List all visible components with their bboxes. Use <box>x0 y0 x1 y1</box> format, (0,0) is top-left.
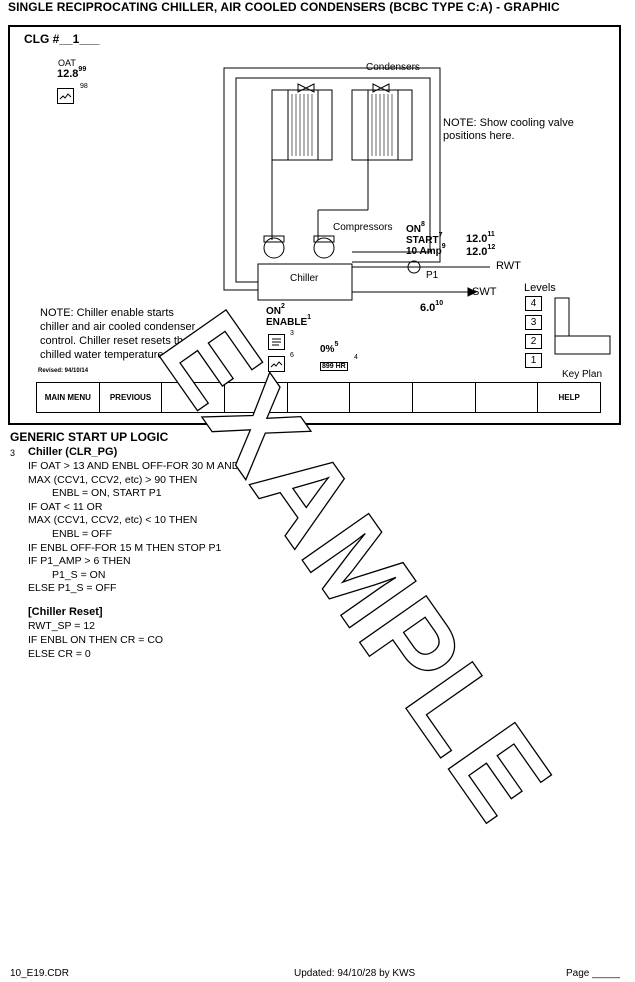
enable-report-ref: 3 <box>290 330 294 337</box>
reset-line-2: IF ENBL ON THEN CR = CO <box>28 634 164 646</box>
note-valve-2: positions here. <box>443 130 515 142</box>
key-plan-label: Key Plan <box>562 369 603 380</box>
pump-amp[interactable]: 10 Amp9 <box>406 243 446 257</box>
nav-button-4[interactable] <box>225 383 288 412</box>
nav-button-6[interactable] <box>350 383 414 412</box>
logic-line: IF OAT > 13 AND ENBL OFF-FOR 30 M AND <box>28 460 240 472</box>
reset-title: [Chiller Reset] <box>28 606 103 618</box>
pump-label: P1 <box>426 270 439 281</box>
note-chiller-1: NOTE: Chiller enable starts <box>40 307 174 319</box>
pump-p1 <box>407 260 421 274</box>
reset-value[interactable]: 0%5 <box>320 341 339 355</box>
levels-title: Levels <box>524 282 556 294</box>
graphic-panel <box>8 25 621 425</box>
nav-bar: MAIN MENU PREVIOUS HELP <box>36 382 601 413</box>
nav-button-5[interactable] <box>288 383 351 412</box>
logic-line: ENBL = OFF <box>52 528 113 540</box>
oat-trend-ref: 98 <box>80 83 88 90</box>
rwt-setpoint[interactable]: 12.012 <box>466 244 496 258</box>
logic-line: IF OAT < 11 OR <box>28 500 103 513</box>
swt-value[interactable]: 6.010 <box>420 300 444 314</box>
level-button-4[interactable]: 4 <box>525 296 542 311</box>
footer-page: Page _____ <box>566 968 620 979</box>
compressor-1 <box>263 237 285 259</box>
condensers-label: Condensers <box>366 62 420 73</box>
logic-line: IF P1_AMP > 6 THEN <box>28 555 131 568</box>
previous-button[interactable]: PREVIOUS <box>100 383 163 412</box>
note-chiller-4: chilled water temperature. <box>40 349 167 361</box>
chiller-vessel <box>257 263 353 301</box>
reset-line-3: ELSE CR = 0 <box>28 648 91 660</box>
run-hours-ref: 4 <box>354 354 358 361</box>
rwt-label: RWT <box>496 260 521 272</box>
enable-report-icon[interactable] <box>268 334 285 350</box>
help-button[interactable]: HELP <box>558 393 580 402</box>
refrigerant-line-outer <box>223 67 441 291</box>
chiller-label[interactable]: Chiller <box>290 273 319 284</box>
swt-label: SWT <box>472 286 497 298</box>
watermark-text: EXAMPLE <box>134 289 577 843</box>
compressors-label: Compressors <box>333 222 393 233</box>
level-button-2[interactable]: 2 <box>525 334 542 349</box>
main-menu-button[interactable]: MAIN MENU <box>37 383 100 412</box>
pump-status[interactable]: ON8 <box>406 221 425 235</box>
logic-line: IF ENBL OFF-FOR 15 M THEN STOP P1 <box>28 541 222 554</box>
enable-label[interactable]: ENABLE1 <box>266 314 312 328</box>
key-plan-base <box>554 335 611 355</box>
logic-item-number: 3 <box>10 448 16 458</box>
enable-trend-icon[interactable] <box>268 356 285 372</box>
compressor-2 <box>313 237 335 259</box>
rwt-actual[interactable]: 12.011 <box>466 231 495 245</box>
nav-button-8[interactable] <box>476 383 539 412</box>
page-title: SINGLE RECIPROCATING CHILLER, AIR COOLED… <box>8 0 560 14</box>
logic-line: MAX (CCV1, CCV2, etc) > 90 THEN <box>28 473 198 486</box>
revised-date: Revised: 94/10/14 <box>38 368 89 374</box>
reset-line-1: RWT_SP = 12 <box>28 620 96 632</box>
level-button-3[interactable]: 3 <box>525 315 542 330</box>
oat-value[interactable]: 12.899 <box>57 66 87 80</box>
note-valve-1: NOTE: Show cooling valve <box>443 117 574 129</box>
chiller-schematic <box>223 67 611 355</box>
run-hours[interactable]: 899 HR <box>320 362 348 371</box>
footer-file: 10_E19.CDR <box>10 968 69 979</box>
level-button-1[interactable]: 1 <box>525 353 542 368</box>
pump-start[interactable]: START7 <box>406 232 443 246</box>
oat-trend-icon[interactable] <box>57 88 74 104</box>
logic-line: MAX (CCV1, CCV2, etc) < 10 THEN <box>28 514 198 527</box>
enable-status[interactable]: ON2 <box>266 303 285 317</box>
logic-line: P1_S = ON <box>52 568 106 581</box>
enable-trend-ref: 6 <box>290 352 294 359</box>
logic-item-title: Chiller (CLR_PG) <box>28 446 118 458</box>
note-chiller-3: control. Chiller reset resets the <box>40 335 190 347</box>
refrigerant-line-inner <box>235 77 431 283</box>
clg-label: CLG #__1___ <box>24 32 100 46</box>
note-chiller-2: chiller and air cooled condenser <box>40 321 196 333</box>
footer-updated: Updated: 94/10/28 by KWS <box>294 968 416 979</box>
oat-label: OAT <box>58 58 76 68</box>
logic-line: ENBL = ON, START P1 <box>52 487 162 500</box>
logic-line: ELSE P1_S = OFF <box>28 582 117 595</box>
logic-title: GENERIC START UP LOGIC <box>10 430 169 444</box>
nav-button-7[interactable] <box>413 383 476 412</box>
nav-button-3[interactable] <box>162 383 226 412</box>
